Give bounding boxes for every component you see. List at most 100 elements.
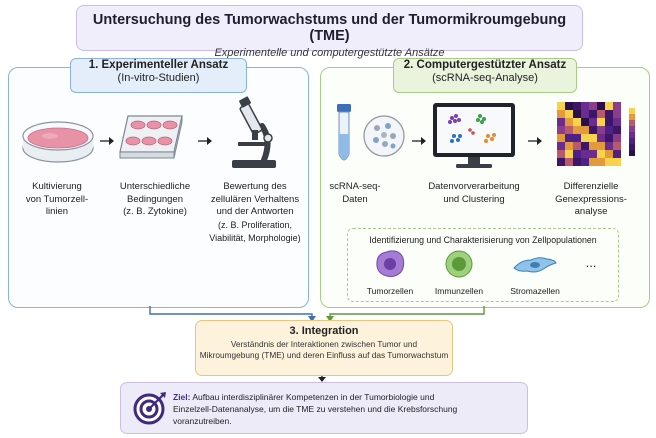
step-clustering-label: Datenvorverarbeitung und Clustering (420, 181, 528, 206)
heatmap-cell (589, 150, 597, 158)
well-plate-icon (119, 115, 183, 159)
heatmap-cell (613, 158, 621, 166)
heatmap-cell (573, 118, 581, 126)
step-conditions-label: Unterschiedliche Bedingungen (z. B. Zyto… (110, 181, 200, 219)
heatmap-cell (589, 126, 597, 134)
heatmap-cell (597, 102, 605, 110)
heatmap-cell (605, 142, 613, 150)
heatmap-cell (565, 110, 573, 118)
heatmap-colorbar-segment (629, 114, 635, 120)
heatmap-cell (557, 134, 565, 142)
heatmap-colorbar-segment (629, 126, 635, 132)
heatmap-cell (573, 134, 581, 142)
heatmap-cell (589, 158, 597, 166)
cell-label-tumor: Tumorzellen (366, 286, 414, 296)
heatmap-cell (597, 134, 605, 142)
heatmap-cell (573, 158, 581, 166)
heatmap-cell (613, 118, 621, 126)
heatmap-cell (565, 134, 573, 142)
diagram-title: Untersuchung des Tumorwachstums und der … (92, 12, 567, 44)
heatmap-icon (557, 102, 635, 166)
heatmap-cell (605, 134, 613, 142)
title-box: Untersuchung des Tumorwachstums und der … (76, 5, 583, 59)
monitor-cluster-icon (433, 103, 515, 168)
step-scrna-line1: scRNA-seq- (329, 181, 381, 192)
heatmap-cell (605, 110, 613, 118)
step-evaluation-line3: und der Antworten (216, 206, 294, 217)
heatmap-cell (613, 110, 621, 118)
step-evaluation-label: Bewertung des zellulären Verhaltens und … (205, 181, 305, 246)
step-evaluation-line2: zellulären Verhaltens (210, 193, 300, 205)
heatmap-cell (589, 110, 597, 118)
heatmap-cell (557, 142, 565, 150)
heatmap-colorbar-segment (629, 108, 635, 114)
heatmap-cell (605, 102, 613, 110)
cell-label-immune: Immunzellen (434, 286, 484, 296)
heatmap-cell (589, 102, 597, 110)
heatmap-cell (565, 126, 573, 134)
heatmap-cell (565, 150, 573, 158)
integration-description: Verständnis der Interaktionen zwischen T… (196, 339, 452, 361)
heatmap-cell (589, 142, 597, 150)
integration-heading: 3. Integration (289, 325, 359, 337)
heatmap-cell (565, 118, 573, 126)
heatmap-cell (581, 110, 589, 118)
tumor-cell-icon (376, 250, 405, 277)
computational-heading-title: 2. Computergestützter Ansatz (403, 59, 567, 71)
step-scrna-label: scRNA-seq- Daten (325, 181, 385, 206)
step-dge-label: Differenzielle Genexpressions- analyse (546, 181, 636, 219)
step-dge-line2: Genexpressions- (555, 193, 627, 205)
arrow-icon (198, 137, 212, 145)
heatmap-cell (581, 150, 589, 158)
step-culture-line3: linien (45, 206, 69, 217)
heatmap-cell (597, 118, 605, 126)
step-clustering-line1: Datenvorverarbeitung (428, 181, 520, 192)
experimental-heading-sub: (In-vitro-Studien) (117, 72, 200, 84)
heatmap-cell (597, 110, 605, 118)
heatmap-cell (613, 134, 621, 142)
heatmap-cell (557, 118, 565, 126)
cell-dish-icon (363, 115, 405, 157)
arrow-icon (100, 137, 114, 145)
goal-label: Ziel: (173, 392, 191, 402)
step-dge-line3: analyse (574, 206, 608, 217)
heatmap-cell (597, 126, 605, 134)
goal-text: Ziel: Aufbau interdisziplinärer Kompeten… (173, 391, 518, 427)
heatmap-cell (581, 118, 589, 126)
goal-line1: Aufbau interdisziplinärer Kompetenzen in… (192, 392, 435, 402)
heatmap-cell (613, 102, 621, 110)
heatmap-cell (557, 110, 565, 118)
step-culture-label: Kultivierung von Tumorzell- linien (14, 181, 100, 219)
heatmap-cell (565, 158, 573, 166)
heatmap-cell (573, 110, 581, 118)
heatmap-cell (597, 150, 605, 158)
step-dge-line1: Differenzielle (563, 181, 619, 192)
arrow-icon (412, 137, 426, 145)
heatmap-cell (605, 118, 613, 126)
heatmap-cell (581, 158, 589, 166)
computational-heading: 2. Computergestützter Ansatz (scRNA-seq-… (393, 58, 577, 93)
step-conditions-line3: (z. B. Zytokine) (123, 206, 187, 217)
step-culture-line2: von Tumorzell- (25, 193, 89, 205)
step-conditions-line2: Bedingungen (127, 193, 183, 205)
step-evaluation-line4: (z. B. Proliferation, (217, 219, 293, 230)
experimental-heading-title: 1. Experimenteller Ansatz (88, 59, 229, 71)
goal-line3: voranzutreiben. (173, 416, 232, 426)
heatmap-cell (581, 102, 589, 110)
step-culture-line1: Kultivierung (32, 181, 82, 192)
heatmap-cell (597, 158, 605, 166)
heatmap-cell (605, 150, 613, 158)
heatmap-cell (565, 142, 573, 150)
goal-line2: Einzelzell-Datenanalyse, um die TME zu v… (173, 404, 458, 414)
heatmap-cell (573, 126, 581, 134)
heatmap-cell (581, 142, 589, 150)
heatmap-cell (557, 126, 565, 134)
heatmap-cell (613, 150, 621, 158)
heatmap-cell (605, 126, 613, 134)
heatmap-cell (557, 150, 565, 158)
cell-label-stromal: Stromazellen (510, 286, 560, 296)
step-conditions-line1: Unterschiedliche (119, 181, 191, 192)
experimental-heading: 1. Experimenteller Ansatz (In-vitro-Stud… (70, 58, 247, 93)
heatmap-cell (573, 142, 581, 150)
